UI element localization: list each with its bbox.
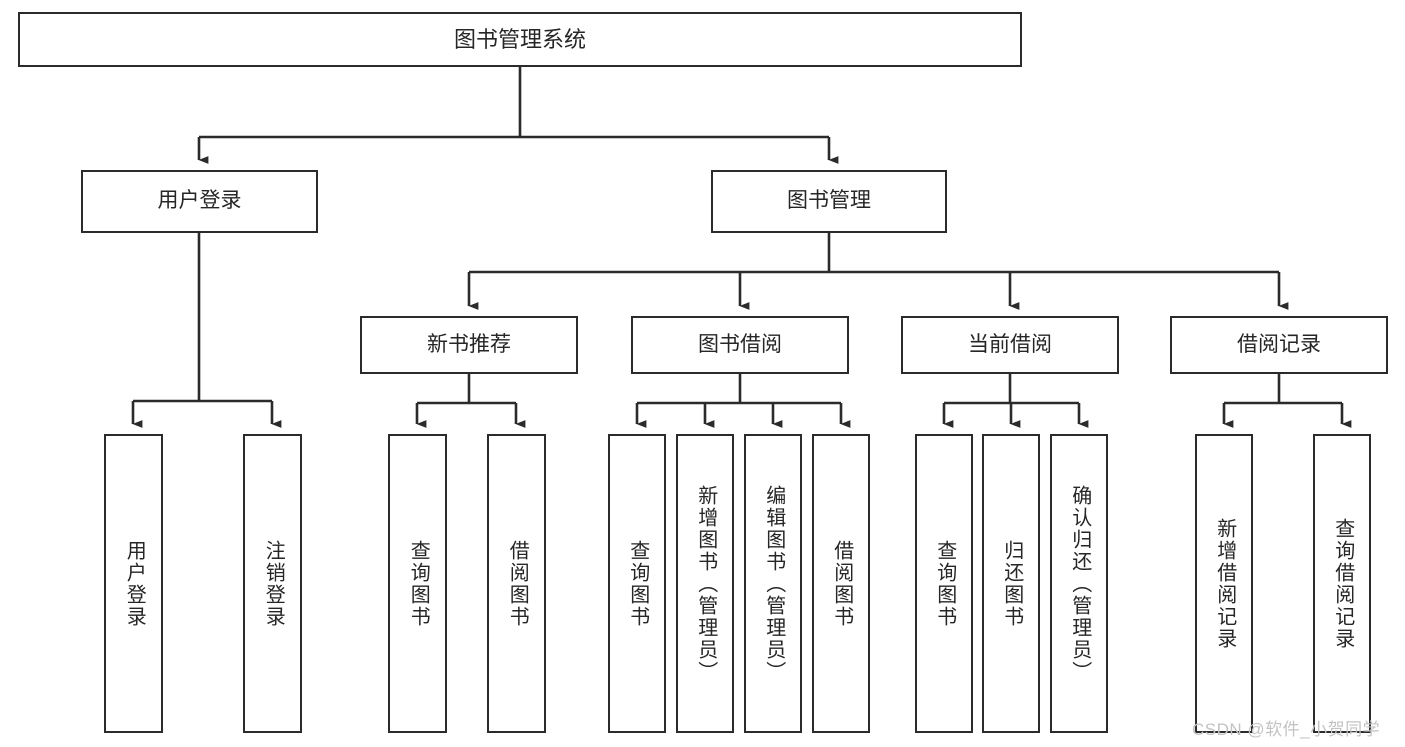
node-leaf-user-login[interactable]: 用户登录 <box>104 434 163 733</box>
node-leaf-query-borrow-record[interactable]: 查询借阅记录 <box>1313 434 1371 733</box>
node-leaf-borrow-book[interactable]: 借阅图书 <box>812 434 870 733</box>
node-user-login[interactable]: 用户登录 <box>81 170 318 233</box>
node-leaf-return-book-label: 归还图书 <box>1000 539 1023 628</box>
node-book-borrow[interactable]: 图书借阅 <box>631 316 849 374</box>
node-leaf-confirm-return-label: 确认归还（管理员） <box>1068 484 1091 683</box>
node-leaf-edit-book[interactable]: 编辑图书（管理员） <box>744 434 802 733</box>
node-root-label: 图书管理系统 <box>453 26 586 52</box>
node-leaf-return-book[interactable]: 归还图书 <box>982 434 1040 733</box>
node-book-borrow-label: 图书借阅 <box>698 332 782 356</box>
node-leaf-query-book-borrow[interactable]: 查询图书 <box>608 434 666 733</box>
node-leaf-query-book-current-label: 查询图书 <box>933 539 956 628</box>
node-book-management[interactable]: 图书管理 <box>711 170 947 233</box>
node-borrow-record[interactable]: 借阅记录 <box>1170 316 1388 374</box>
csdn-watermark: CSDN @软件_小贺同学 <box>1192 720 1381 739</box>
node-leaf-borrow-book-label: 借阅图书 <box>830 539 853 628</box>
node-leaf-query-book-borrow-label: 查询图书 <box>626 539 649 628</box>
node-leaf-logout[interactable]: 注销登录 <box>243 434 302 733</box>
node-root[interactable]: 图书管理系统 <box>18 12 1022 67</box>
node-leaf-confirm-return[interactable]: 确认归还（管理员） <box>1050 434 1108 733</box>
node-leaf-add-book[interactable]: 新增图书（管理员） <box>676 434 734 733</box>
node-borrow-record-label: 借阅记录 <box>1237 332 1321 356</box>
node-book-management-label: 图书管理 <box>787 189 871 213</box>
node-leaf-query-book-recommend-label: 查询图书 <box>407 539 430 628</box>
node-leaf-user-login-label: 用户登录 <box>123 539 146 628</box>
node-leaf-query-borrow-record-label: 查询借阅记录 <box>1331 517 1354 650</box>
node-leaf-borrow-book-recommend-label: 借阅图书 <box>506 539 529 628</box>
node-leaf-add-book-label: 新增图书（管理员） <box>694 484 717 683</box>
node-leaf-add-borrow-record-label: 新增借阅记录 <box>1213 517 1236 650</box>
node-leaf-borrow-book-recommend[interactable]: 借阅图书 <box>487 434 546 733</box>
node-current-borrow[interactable]: 当前借阅 <box>901 316 1119 374</box>
node-current-borrow-label: 当前借阅 <box>968 332 1052 356</box>
node-new-book-recommend-label: 新书推荐 <box>427 332 511 356</box>
node-leaf-query-book-current[interactable]: 查询图书 <box>915 434 973 733</box>
node-leaf-query-book-recommend[interactable]: 查询图书 <box>388 434 447 733</box>
node-leaf-add-borrow-record[interactable]: 新增借阅记录 <box>1195 434 1253 733</box>
node-leaf-edit-book-label: 编辑图书（管理员） <box>762 484 785 683</box>
node-new-book-recommend[interactable]: 新书推荐 <box>360 316 578 374</box>
node-leaf-logout-label: 注销登录 <box>262 539 285 628</box>
node-user-login-label: 用户登录 <box>157 189 242 213</box>
